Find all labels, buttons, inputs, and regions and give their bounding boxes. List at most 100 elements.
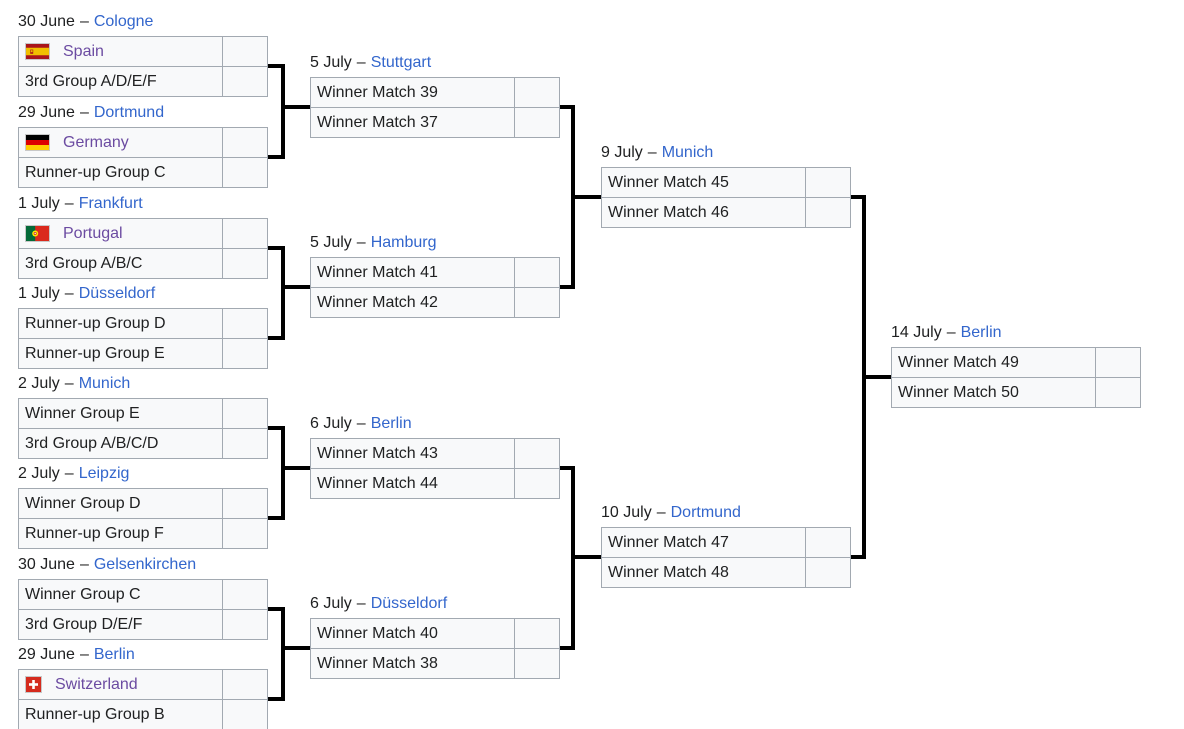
bracket-connector-line	[268, 155, 285, 159]
team-placeholder: Winner Match 46	[608, 203, 729, 221]
date-text: 6 July	[310, 415, 352, 432]
score-cell	[222, 700, 267, 729]
match-box-r16-5: Winner Group E 3rd Group A/B/C/D	[18, 398, 268, 459]
bracket-connector-line	[268, 246, 285, 250]
city-link[interactable]: Frankfurt	[78, 195, 143, 212]
team-cell: Winner Match 38	[311, 649, 514, 678]
team-row: Winner Match 40	[311, 619, 559, 648]
team-placeholder: Winner Match 45	[608, 173, 729, 191]
team-row: Winner Match 50	[892, 377, 1140, 407]
city-link[interactable]: Düsseldorf	[370, 595, 448, 612]
date-text: 9 July	[601, 144, 643, 161]
team-row: 3rd Group D/E/F	[19, 609, 267, 639]
date-separator: –	[356, 54, 366, 71]
bracket-connector-line	[281, 64, 285, 159]
team-name[interactable]: Switzerland	[55, 675, 138, 693]
team-placeholder: 3rd Group A/D/E/F	[25, 72, 157, 90]
city-link[interactable]: Berlin	[960, 324, 1002, 341]
city-link[interactable]: Berlin	[370, 415, 412, 432]
team-cell: Switzerland	[19, 670, 222, 699]
date-text: 14 July	[891, 324, 942, 341]
city-link[interactable]: Dortmund	[93, 104, 165, 121]
city-link[interactable]: Hamburg	[370, 234, 437, 251]
city-link[interactable]: Dortmund	[670, 504, 741, 521]
match-box-r16-2: Germany Runner-up Group C	[18, 127, 268, 188]
team-cell: Germany	[19, 128, 222, 157]
date-text: 10 July	[601, 504, 652, 521]
bracket-connector-line	[862, 375, 891, 379]
city-link[interactable]: Gelsenkirchen	[93, 556, 197, 573]
bracket-connector-line	[560, 285, 575, 289]
city-link[interactable]: Munich	[78, 375, 131, 392]
team-cell: Winner Match 48	[602, 558, 805, 587]
city-link[interactable]: Stuttgart	[370, 54, 432, 71]
team-name[interactable]: Portugal	[63, 224, 123, 242]
team-placeholder: Runner-up Group D	[25, 314, 166, 332]
team-placeholder: 3rd Group D/E/F	[25, 615, 143, 633]
team-row: Winner Match 49	[892, 348, 1140, 377]
score-cell	[222, 519, 267, 548]
date-separator: –	[356, 595, 366, 612]
team-row: Winner Match 47	[602, 528, 850, 557]
team-placeholder: Winner Match 43	[317, 444, 438, 462]
spain-flag-icon	[25, 43, 50, 60]
city-link[interactable]: Munich	[661, 144, 714, 161]
match-box-r16-7: Winner Group C 3rd Group D/E/F	[18, 579, 268, 640]
team-row: Winner Group E	[19, 399, 267, 428]
match-date: 6 July–Berlin	[310, 414, 412, 434]
team-placeholder: Runner-up Group C	[25, 163, 166, 181]
date-separator: –	[647, 144, 657, 161]
team-name[interactable]: Spain	[63, 42, 104, 60]
date-separator: –	[64, 375, 74, 392]
match-box-sf-2: Winner Match 47 Winner Match 48	[601, 527, 851, 588]
team-row: Runner-up Group E	[19, 338, 267, 368]
team-row: Winner Match 37	[311, 107, 559, 137]
team-placeholder: Runner-up Group E	[25, 344, 165, 362]
bracket-connector-line	[560, 646, 575, 650]
team-cell: Winner Match 43	[311, 439, 514, 468]
team-row: Winner Match 42	[311, 287, 559, 317]
team-row: Winner Match 39	[311, 78, 559, 107]
city-link[interactable]: Düsseldorf	[78, 285, 156, 302]
score-cell	[222, 158, 267, 187]
score-cell	[222, 489, 267, 518]
score-cell	[514, 78, 559, 107]
date-separator: –	[64, 465, 74, 482]
bracket-connector-line	[571, 555, 601, 559]
city-link[interactable]: Berlin	[93, 646, 135, 663]
date-separator: –	[79, 13, 89, 30]
team-placeholder: Winner Match 44	[317, 474, 438, 492]
team-cell: Portugal	[19, 219, 222, 248]
city-link[interactable]: Cologne	[93, 13, 154, 30]
date-separator: –	[356, 234, 366, 251]
team-placeholder: Winner Group E	[25, 404, 140, 422]
team-placeholder: Runner-up Group B	[25, 705, 165, 723]
team-placeholder: Winner Match 47	[608, 533, 729, 551]
team-row: Winner Match 44	[311, 468, 559, 498]
bracket-connector-line	[281, 466, 310, 470]
team-placeholder: Winner Match 38	[317, 654, 438, 672]
team-placeholder: Winner Match 41	[317, 263, 438, 281]
team-name[interactable]: Germany	[63, 133, 129, 151]
team-cell: Runner-up Group F	[19, 519, 222, 548]
match-date: 30 June–Gelsenkirchen	[18, 555, 196, 575]
team-cell: 3rd Group A/B/C/D	[19, 429, 222, 458]
team-cell: Winner Match 47	[602, 528, 805, 557]
bracket-connector-line	[268, 64, 285, 68]
match-box-r16-1: Spain 3rd Group A/D/E/F	[18, 36, 268, 97]
team-row: Winner Match 45	[602, 168, 850, 197]
match-box-qf-2: Winner Match 41 Winner Match 42	[310, 257, 560, 318]
score-cell	[805, 528, 850, 557]
match-date: 9 July–Munich	[601, 143, 713, 163]
team-cell: Winner Group C	[19, 580, 222, 609]
score-cell	[1095, 348, 1140, 377]
team-cell: 3rd Group A/B/C	[19, 249, 222, 278]
date-text: 6 July	[310, 595, 352, 612]
score-cell	[805, 198, 850, 227]
match-date: 29 June–Dortmund	[18, 103, 164, 123]
team-row: 3rd Group A/B/C/D	[19, 428, 267, 458]
team-cell: Winner Match 49	[892, 348, 1095, 377]
score-cell	[222, 37, 267, 66]
city-link[interactable]: Leipzig	[78, 465, 130, 482]
team-placeholder: Runner-up Group F	[25, 524, 164, 542]
